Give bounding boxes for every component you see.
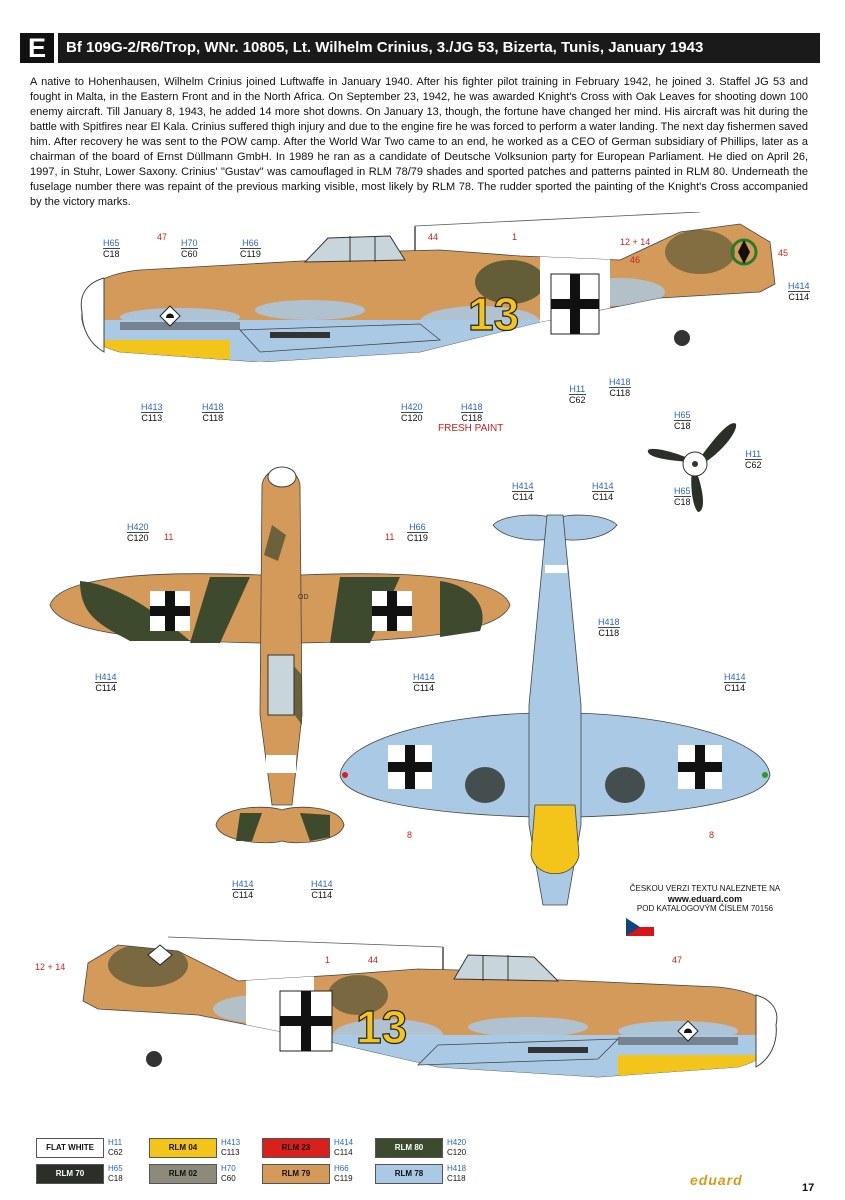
legend-swatch: RLM 02 — [149, 1164, 217, 1184]
profile-letter: E — [20, 33, 54, 63]
legend-swatch: RLM 23 — [262, 1138, 330, 1158]
stencil-number: 46 — [630, 255, 641, 265]
stencil-number: 1 — [512, 232, 518, 242]
propeller-front-view — [647, 423, 737, 512]
stencil-number: 12 + 14 — [35, 962, 66, 972]
stencil-number: 1 — [325, 955, 331, 965]
czech-version-note: ČESKOU VERZI TEXTU NALEZNETE NA www.edua… — [620, 884, 790, 914]
legend-swatch: RLM 78 — [375, 1164, 443, 1184]
stencil-number: 8 — [709, 830, 715, 840]
stencil-number: 8 — [407, 830, 413, 840]
legend-swatch: RLM 80 — [375, 1138, 443, 1158]
legend-swatch: RLM 70 — [36, 1164, 104, 1184]
legend-swatch: RLM 04 — [149, 1138, 217, 1158]
fuselage-number-right: 13 — [356, 1001, 407, 1053]
stencil-number: 11 — [385, 532, 395, 542]
top-view: OD — [49, 466, 511, 844]
side-view-left: 13 — [80, 212, 776, 362]
profile-title: Bf 109G-2/R6/Trop, WNr. 10805, Lt. Wilhe… — [58, 33, 820, 63]
eduard-logo: eduard — [690, 1172, 743, 1188]
stencil-number: 11 — [164, 532, 174, 542]
stencil-number: 47 — [157, 232, 168, 242]
profile-header: E Bf 109G-2/R6/Trop, WNr. 10805, Lt. Wil… — [20, 33, 820, 63]
fuselage-number: 13 — [468, 288, 519, 340]
pilot-biography: A native to Hohenhausen, Wilhelm Crinius… — [30, 76, 808, 208]
stencil-number: 47 — [672, 955, 683, 965]
stencil-number: 12 + 14 — [620, 237, 651, 247]
legend-swatch: RLM 79 — [262, 1164, 330, 1184]
page-number: 17 — [802, 1182, 815, 1194]
czech-flag-icon — [626, 918, 654, 936]
stencil-number: 44 — [428, 232, 439, 242]
stencil-number: 44 — [368, 955, 379, 965]
fresh-paint-note: FRESH PAINT — [438, 423, 504, 434]
legend-swatch: FLAT WHITE — [36, 1138, 104, 1158]
website-link[interactable]: www.eduard.com — [667, 894, 743, 904]
side-view-right: 13 — [82, 936, 778, 1078]
wing-code: OD — [298, 594, 309, 601]
stencil-number: 45 — [778, 248, 789, 258]
bottom-view — [339, 514, 771, 906]
